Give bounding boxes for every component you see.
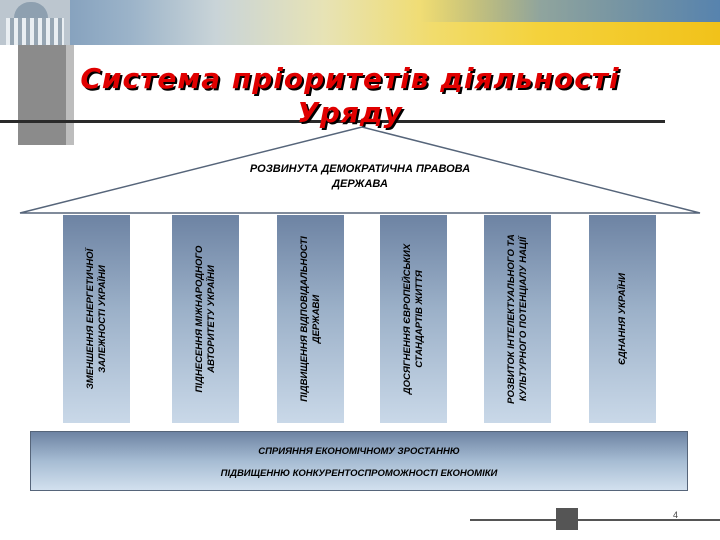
pillar-label: ПІДНЕСЕННЯ МІЖНАРОДНОГО АВТОРИТЕТУ УКРАЇ… xyxy=(193,245,217,393)
pillar-label: ДОСЯГНЕННЯ ЄВРОПЕЙСЬКИХ СТАНДАРТІВ ЖИТТЯ xyxy=(401,243,425,395)
parliament-building-image xyxy=(0,0,70,45)
page-number: 4 xyxy=(672,510,678,520)
pillar-intellectual-potential: РОЗВИТОК ІНТЕЛЕКТУАЛЬНОГО ТА КУЛЬТУРНОГО… xyxy=(484,215,551,423)
pillar-international-authority: ПІДНЕСЕННЯ МІЖНАРОДНОГО АВТОРИТЕТУ УКРАЇ… xyxy=(172,215,239,423)
pillar-label: ПІДВИЩЕННЯ ВІДПОВІДАЛЬНОСТІ ДЕРЖАВИ xyxy=(298,236,322,402)
flag-blue-band xyxy=(420,0,720,22)
building-columns xyxy=(6,18,64,45)
foundation-line-1: СПРИЯННЯ ЕКОНОМІЧНОМУ ЗРОСТАННЮ xyxy=(258,446,460,457)
footer-line xyxy=(470,519,720,521)
decorative-block-shadow xyxy=(66,45,74,145)
foundation-base: СПРИЯННЯ ЕКОНОМІЧНОМУ ЗРОСТАННЮ ПІДВИЩЕН… xyxy=(30,431,688,491)
pillar-energy-independence: ЗМЕНШЕННЯ ЕНЕРГЕТИЧНОЇ ЗАЛЕЖНОСТІ УКРАЇН… xyxy=(63,215,130,423)
pillar-label: ЗМЕНШЕННЯ ЕНЕРГЕТИЧНОЇ ЗАЛЕЖНОСТІ УКРАЇН… xyxy=(84,248,108,390)
roof-label: РОЗВИНУТА ДЕМОКРАТИЧНА ПРАВОВА ДЕРЖАВА xyxy=(249,163,471,190)
slide-title: Система пріоритетів діяльності Уряду xyxy=(80,62,620,129)
foundation-line-2: ПІДВИЩЕННЮ КОНКУРЕНТОСПРОМОЖНОСТІ ЕКОНОМ… xyxy=(220,468,498,479)
pillar-unity: ЄДНАННЯ УКРАЇНИ xyxy=(589,215,656,423)
pillar-label: РОЗВИТОК ІНТЕЛЕКТУАЛЬНОГО ТА КУЛЬТУРНОГО… xyxy=(505,234,529,404)
title-underline xyxy=(0,120,665,123)
pillar-state-responsibility: ПІДВИЩЕННЯ ВІДПОВІДАЛЬНОСТІ ДЕРЖАВИ xyxy=(277,215,344,423)
header-banner xyxy=(0,0,720,45)
footer-block xyxy=(556,508,578,530)
building-dome xyxy=(14,2,48,18)
decorative-block xyxy=(18,45,66,145)
pillar-label: ЄДНАННЯ УКРАЇНИ xyxy=(616,273,628,365)
pillar-european-standards: ДОСЯГНЕННЯ ЄВРОПЕЙСЬКИХ СТАНДАРТІВ ЖИТТЯ xyxy=(380,215,447,423)
